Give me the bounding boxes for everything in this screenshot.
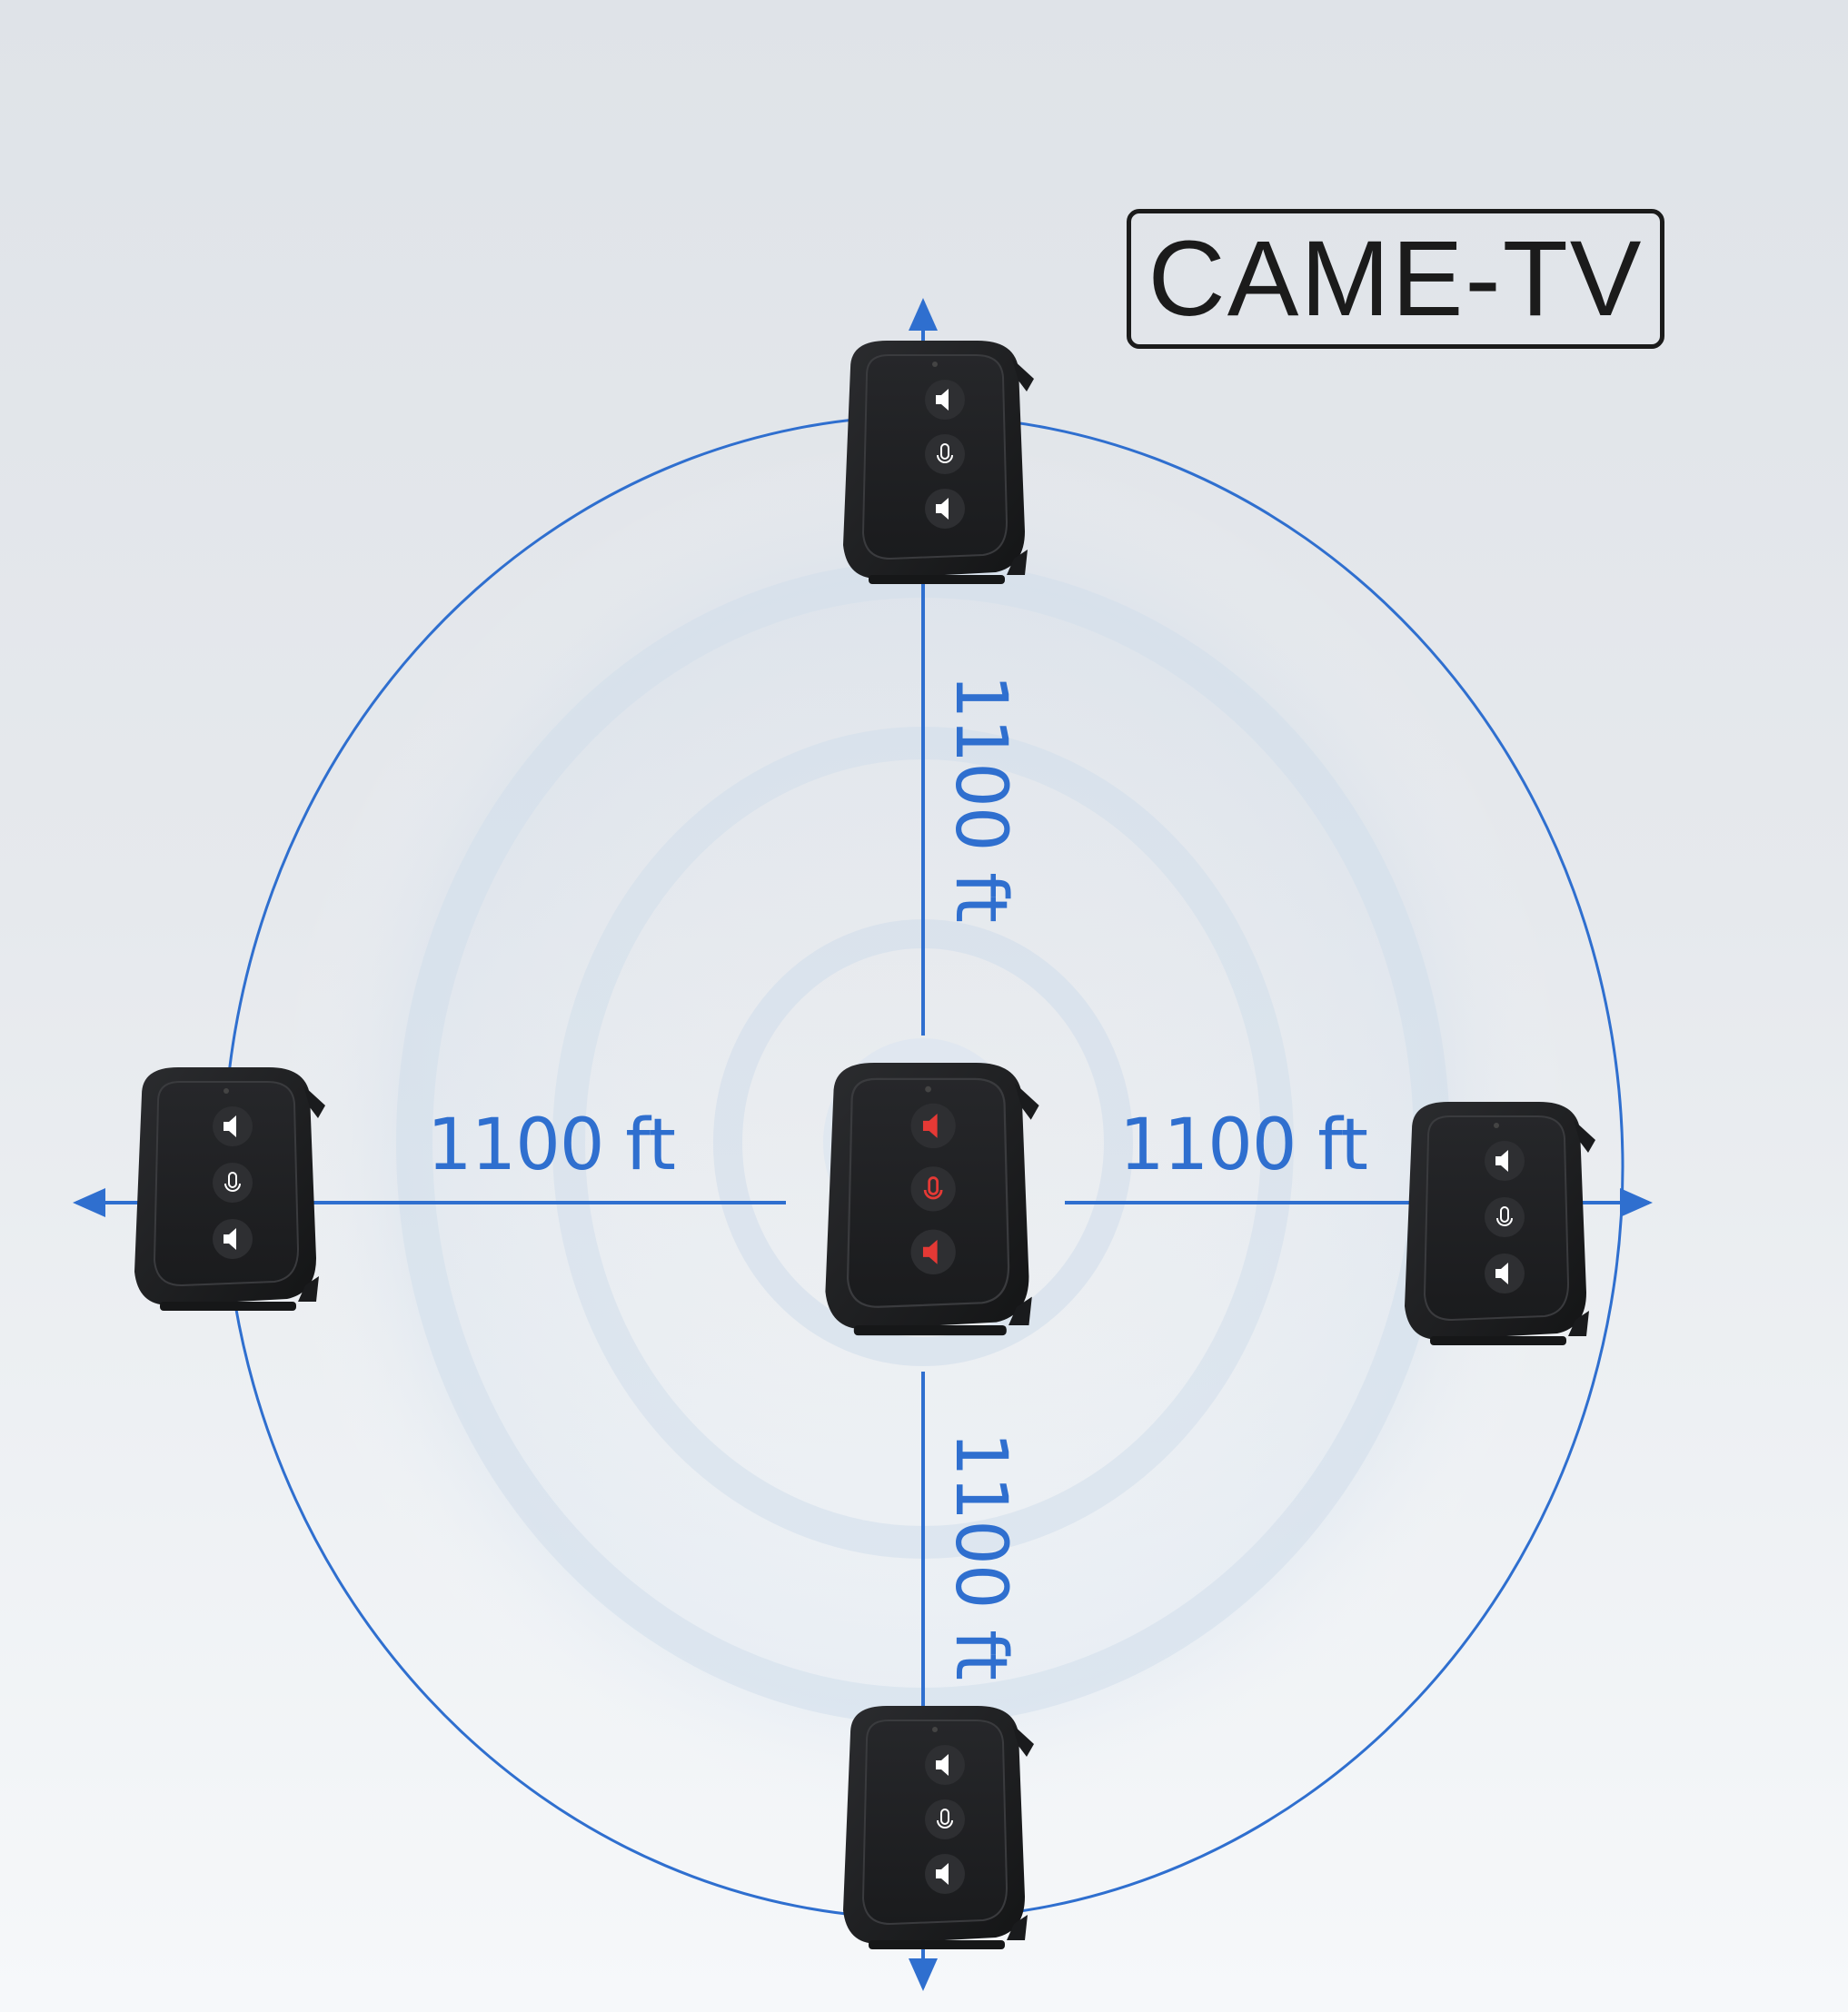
mic-mute-icon (910, 1166, 956, 1212)
brand-logo: CAME-TV (1127, 209, 1664, 349)
mic-mute-icon (1485, 1197, 1525, 1237)
device-bottom (842, 1705, 1035, 1950)
device-left (134, 1066, 326, 1312)
device-center (824, 1061, 1040, 1337)
mic-mute-icon (925, 1799, 965, 1839)
device-top (842, 340, 1035, 585)
distance-label-bottom: 1100 ft (939, 1432, 1021, 1680)
brand-logo-text: CAME-TV (1148, 219, 1644, 339)
distance-label-right: 1100 ft (1119, 1105, 1368, 1186)
mic-mute-icon (213, 1163, 253, 1203)
device-right (1404, 1101, 1596, 1346)
mic-mute-icon (925, 434, 965, 474)
distance-label-left: 1100 ft (427, 1105, 676, 1186)
distance-label-top: 1100 ft (939, 674, 1021, 922)
